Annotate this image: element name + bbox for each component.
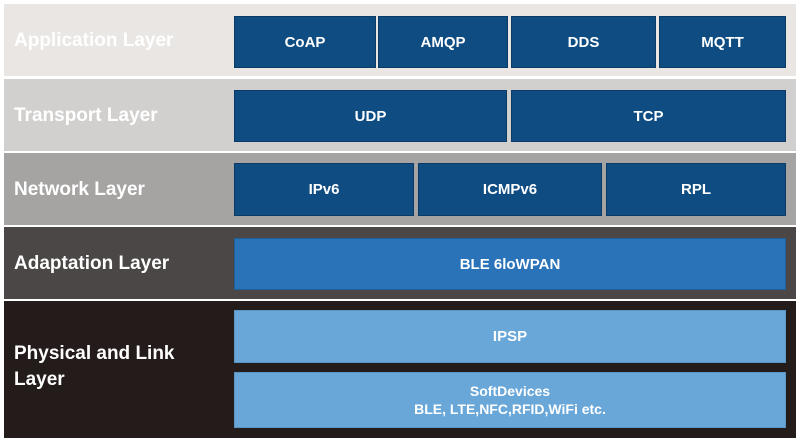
softdevices-list: BLE, LTE,NFC,RFID,WiFi etc. (414, 401, 606, 417)
dds-box: DDS (511, 16, 656, 68)
application-layer-label: Application Layer (14, 30, 174, 51)
amqp-box: AMQP (378, 16, 508, 68)
softdevices-box: SoftDevices BLE, LTE,NFC,RFID,WiFi etc. (234, 372, 786, 428)
rpl-box: RPL (606, 163, 786, 216)
ipv6-box: IPv6 (234, 163, 414, 216)
adaptation-layer-label: Adaptation Layer (14, 253, 170, 274)
softdevices-title: SoftDevices (469, 382, 551, 399)
coap-box: CoAP (234, 16, 376, 68)
ipsp-box: IPSP (234, 310, 786, 363)
physical-link-layer-label: Physical and Link Layer (14, 343, 175, 390)
network-layer-label: Network Layer (14, 179, 145, 200)
icmpv6-box: ICMPv6 (418, 163, 602, 216)
transport-layer-label: Transport Layer (14, 105, 158, 126)
mqtt-box: MQTT (659, 16, 786, 68)
ble-6lowpan-box: BLE 6loWPAN (234, 238, 786, 290)
tcp-box: TCP (511, 90, 786, 142)
udp-box: UDP (234, 90, 507, 142)
